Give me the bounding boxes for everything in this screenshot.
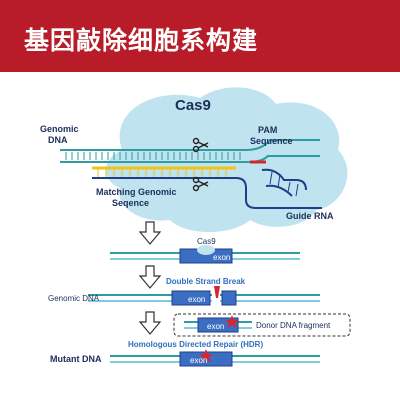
page-title: 基因敲除细胞系构建 [24,26,259,55]
exon-label: exon [190,356,207,365]
dna-step-cas9 [110,245,300,264]
donor-fragment-box [173,313,351,337]
down-arrow-icon [138,311,162,335]
title-banner: 基因敲除细胞系构建 [0,0,400,72]
dna-step-mutant [110,349,320,367]
mutant-dna-label: Mutant DNA [50,354,102,364]
exon-label: exon [213,253,230,262]
pam-sequence-label: PAM [258,125,277,135]
scissors-icon [192,137,209,153]
donor-fragment-label: Donor DNA fragment [256,321,331,330]
genomic-dna-step-label: Genomic DNA [48,294,100,303]
matching-genomic-label: Matching Genomic [96,187,177,197]
cas9-small-label: Cas9 [197,237,216,246]
cas9-label: Cas9 [175,97,211,114]
genomic-dna-label: DNA [48,135,68,145]
pam-sequence-label: Sequence [250,136,293,146]
genomic-dna-strands [60,139,320,164]
scissors-icon [192,176,209,192]
genomic-dna-label: Genomic [40,124,79,134]
dna-step-break [88,286,320,306]
exon-label: exon [188,295,205,304]
cas9-cloud [105,87,348,232]
guide-rna-label: Guide RNA [286,211,334,221]
guide-rna-complex [92,166,322,209]
double-strand-break-label: Double Strand Break [166,277,246,286]
exon-label: exon [207,322,224,331]
hdr-label: Homologous Directed Repair (HDR) [128,340,263,349]
down-arrow-icon [138,265,162,289]
matching-genomic-label: Seqence [112,198,149,208]
down-arrow-icon [138,221,162,245]
crispr-diagram: Cas9 [40,87,351,367]
